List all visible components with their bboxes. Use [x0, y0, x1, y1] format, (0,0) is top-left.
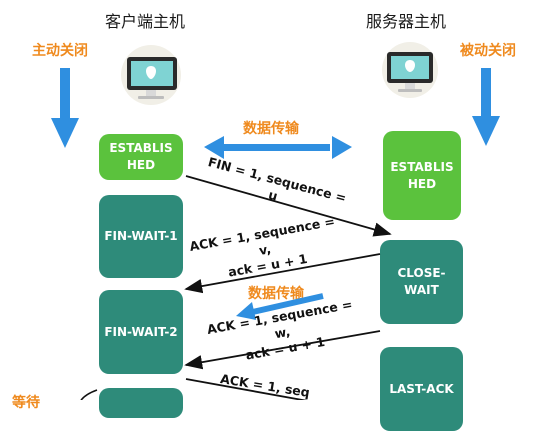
ack-arrow-1	[184, 253, 381, 294]
client-state-fin-wait-2: FIN-WAIT-2	[99, 290, 183, 374]
fin-arrow	[185, 175, 392, 237]
server-state-established: ESTABLIS HED	[383, 131, 461, 220]
monitor-icon	[121, 45, 181, 105]
arrow-left-icon	[236, 293, 324, 320]
ack-arrow-3	[185, 378, 308, 400]
active-close-label: 主动关闭	[32, 43, 88, 59]
diagram-overlay	[51, 42, 500, 400]
data-transfer-label-2: 数据传输	[248, 286, 304, 302]
data-transfer-label: 数据传输	[243, 121, 299, 137]
client-title: 客户端主机	[105, 12, 186, 31]
server-state-close-wait: CLOSE- WAIT	[380, 240, 463, 324]
client-state-established: ESTABLIS HED	[99, 134, 183, 180]
bidirectional-arrow-icon	[204, 136, 352, 159]
wait-curve	[80, 389, 98, 400]
monitor-icon	[382, 42, 438, 98]
ack-arrow-2	[184, 330, 381, 370]
arrow-down-icon	[51, 68, 79, 148]
client-state-fin-wait-1: FIN-WAIT-1	[99, 195, 183, 278]
arrow-down-icon	[472, 68, 500, 146]
passive-close-label: 被动关闭	[460, 43, 516, 59]
server-title: 服务器主机	[366, 12, 447, 31]
